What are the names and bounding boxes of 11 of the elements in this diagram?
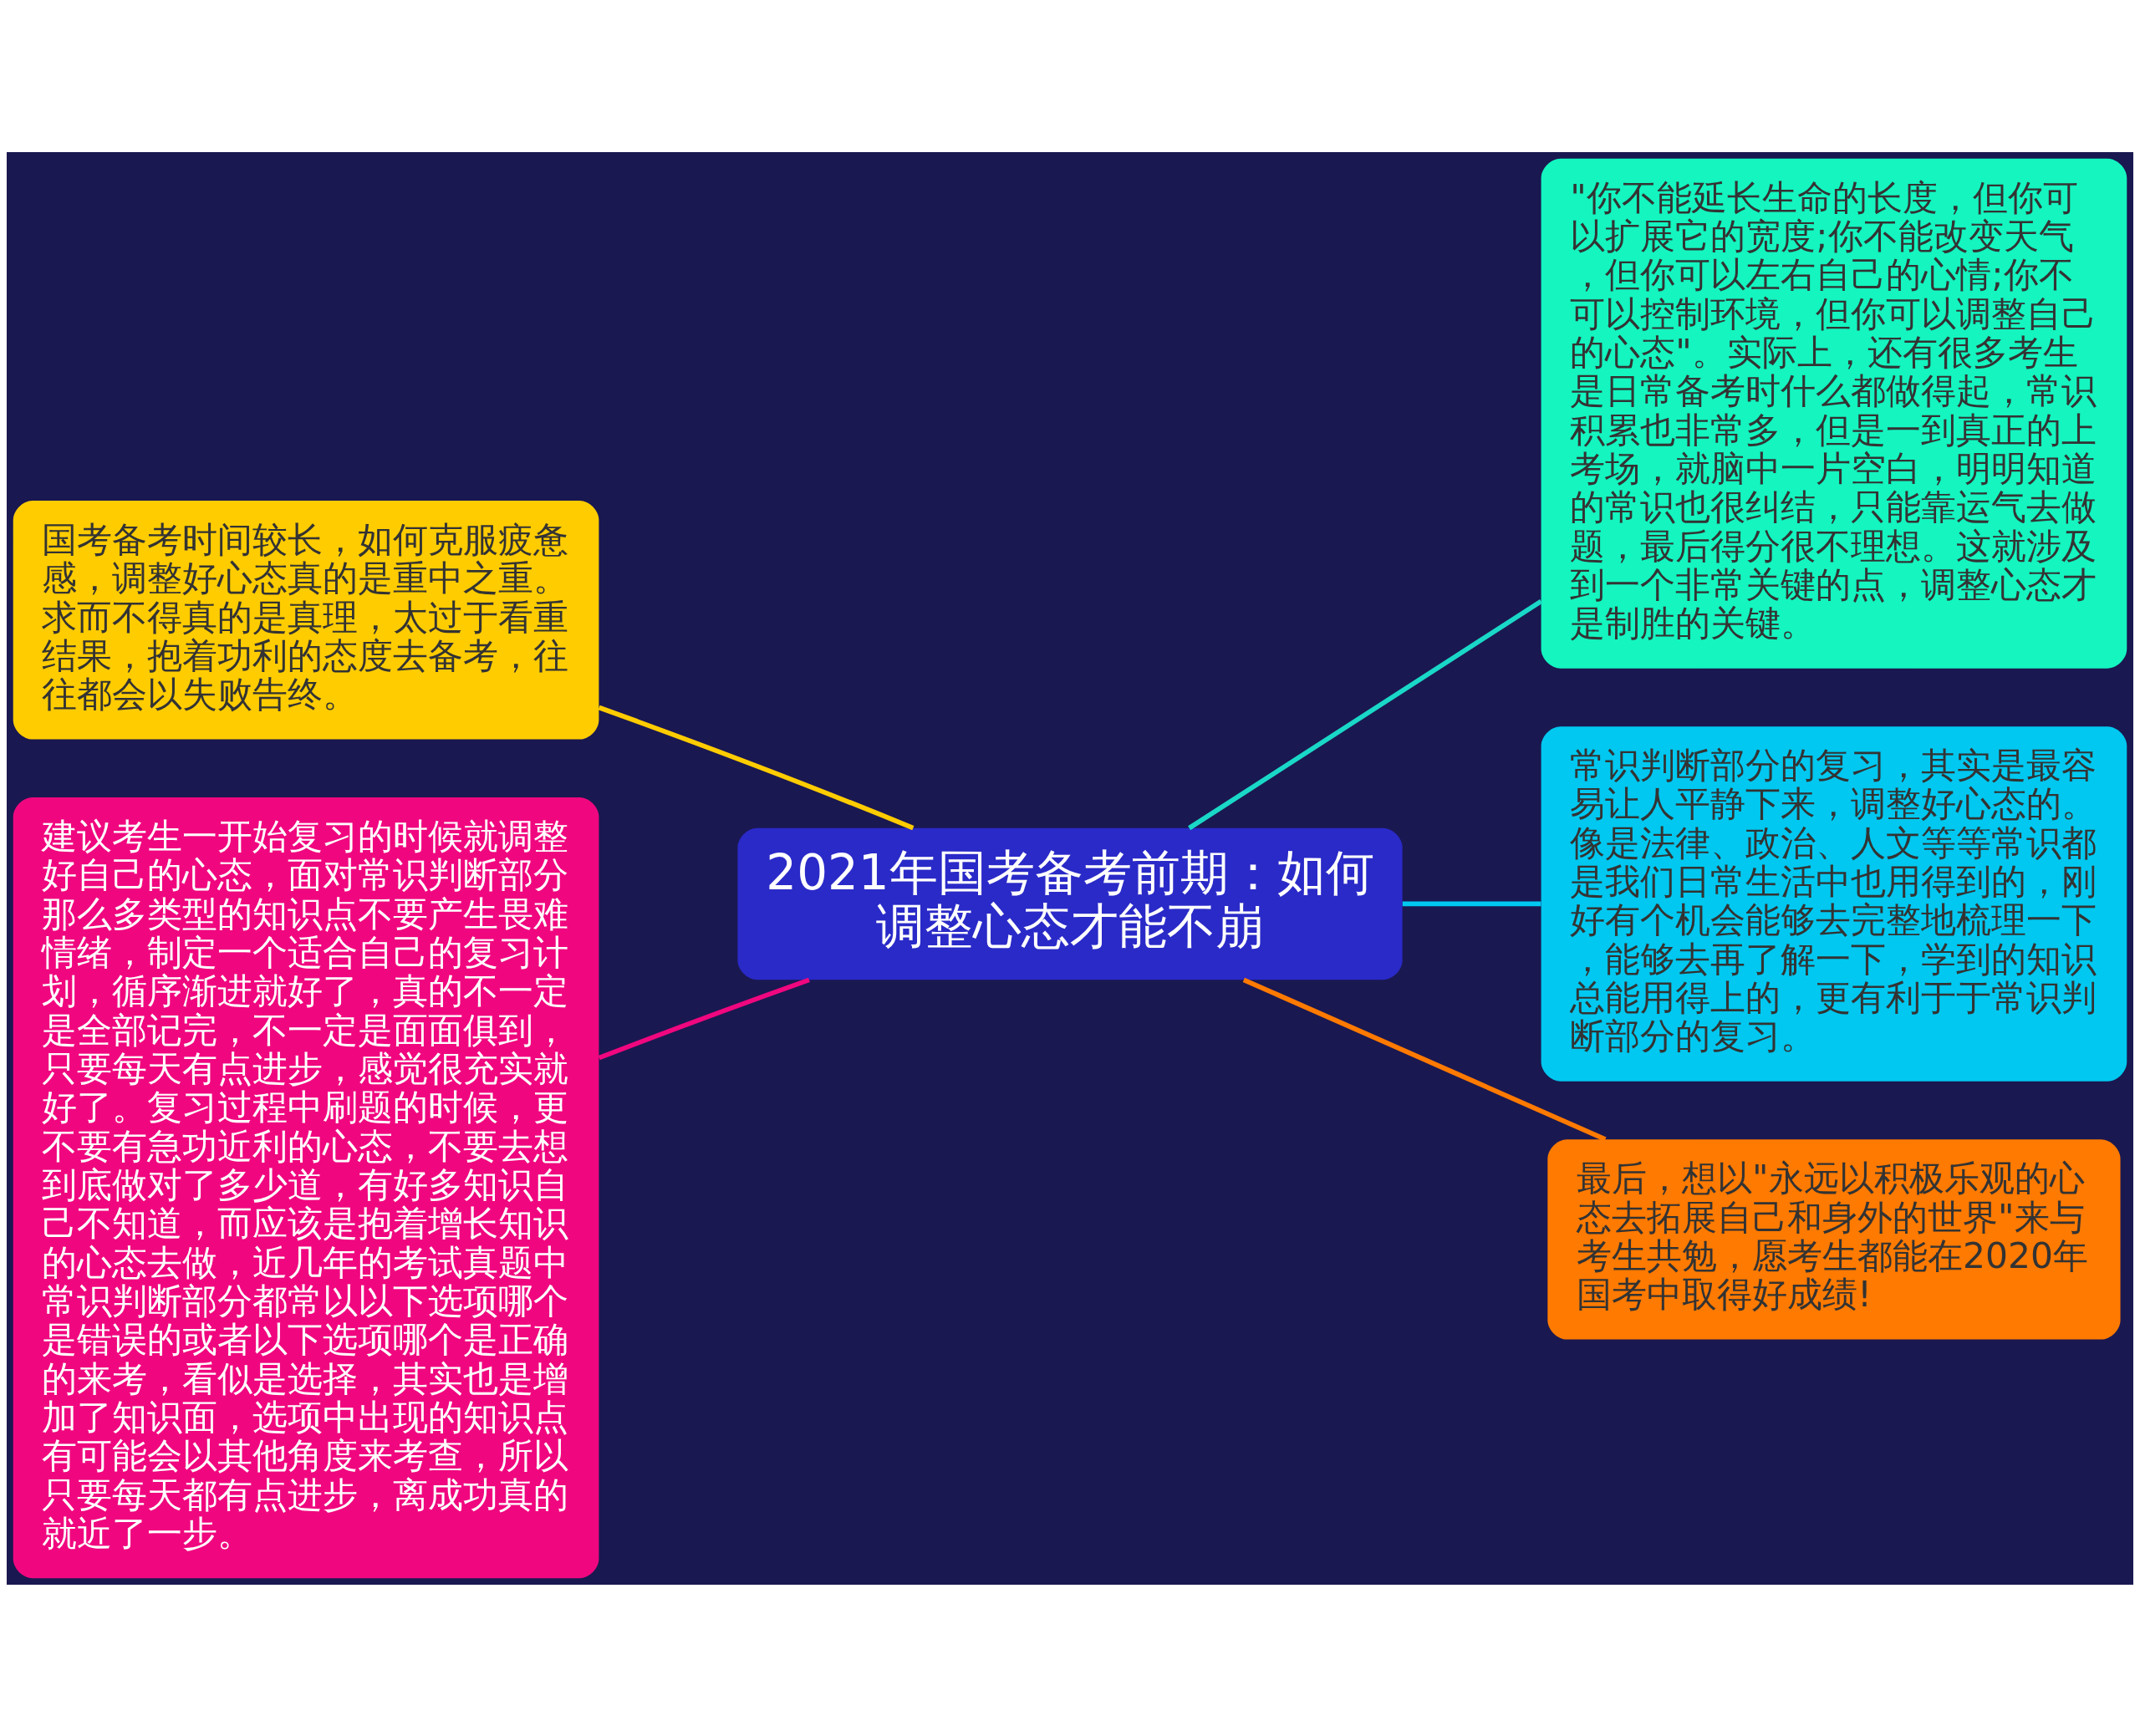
- connector: [598, 705, 915, 830]
- node-box: 常识判断部分的复习，其实是最容易让人平静下来，调整好心态的。像是法律、政治、人文等等常识都是我们日常生活中也用得到的，刚好有个机会能够去完整地梳理一下，能够去再了解一下，学到的知识总能用得上的，更有利于于常识判断部分的复习。: [1541, 725, 2127, 1082]
- node-box: 建议考生一开始复习的时候就调整好自己的心态，面对常识判断部分那么多类型的知识点不要产生畏难情绪，制定一个适合自己的复习计划，循序渐进就好了，真的不一定是全部记完，不一定是面面俱到，只要每天有点进步，感觉很充实就好了。复习过程中刷题的时候，更不要有急功近利的心态，不要去想到底做对了多少道，有好多知识自己不知道，而应该是抱着增长知识的心态去做，近几年的考试真题中常识判断部分都常以以下选项哪个是错误的或者以下选项哪个是正确的来考，看似是选择，其实也是增加了知识面，选项中出现的知识点有可能会以其他角度来考查，所以只要每天都有点进步，离成功真的就近了一步。: [13, 797, 599, 1578]
- node-box: 最后，想以"永远以积极乐观的心态去拓展自己和身外的世界"来与考生共勉，愿考生都能在2020年国考中取得好成绩!: [1547, 1138, 2121, 1340]
- connector: [1242, 977, 1607, 1142]
- node-box: "你不能延长生命的长度，但你可以扩展它的宽度;你不能改变天气，但你可以左右自己的心情;你不可以控制环境，但你可以调整自己的心态"。实际上，还有很多考生是日常备考时什么都做得起，常识积累也非常多，但是一到真正的上考场，就脑中一片空白，明明知道的常识也很纠结，只能靠运气去做题，最后得分很不理想。这就涉及到一个非常关键的点，调整心态才是制胜的关键。: [1541, 158, 2127, 669]
- node-box: 国考备考时间较长，如何克服疲惫感，调整好心态真的是重中之重。求而不得真的是真理，太过于看重结果，抱着功利的态度去备考，往往都会以失败告终。: [13, 500, 599, 740]
- connector: [1188, 598, 1543, 830]
- connector: [1402, 901, 1541, 906]
- connector: [598, 977, 810, 1060]
- node-box: 2021年国考备考前期：如何调整心态才能不崩: [737, 827, 1403, 980]
